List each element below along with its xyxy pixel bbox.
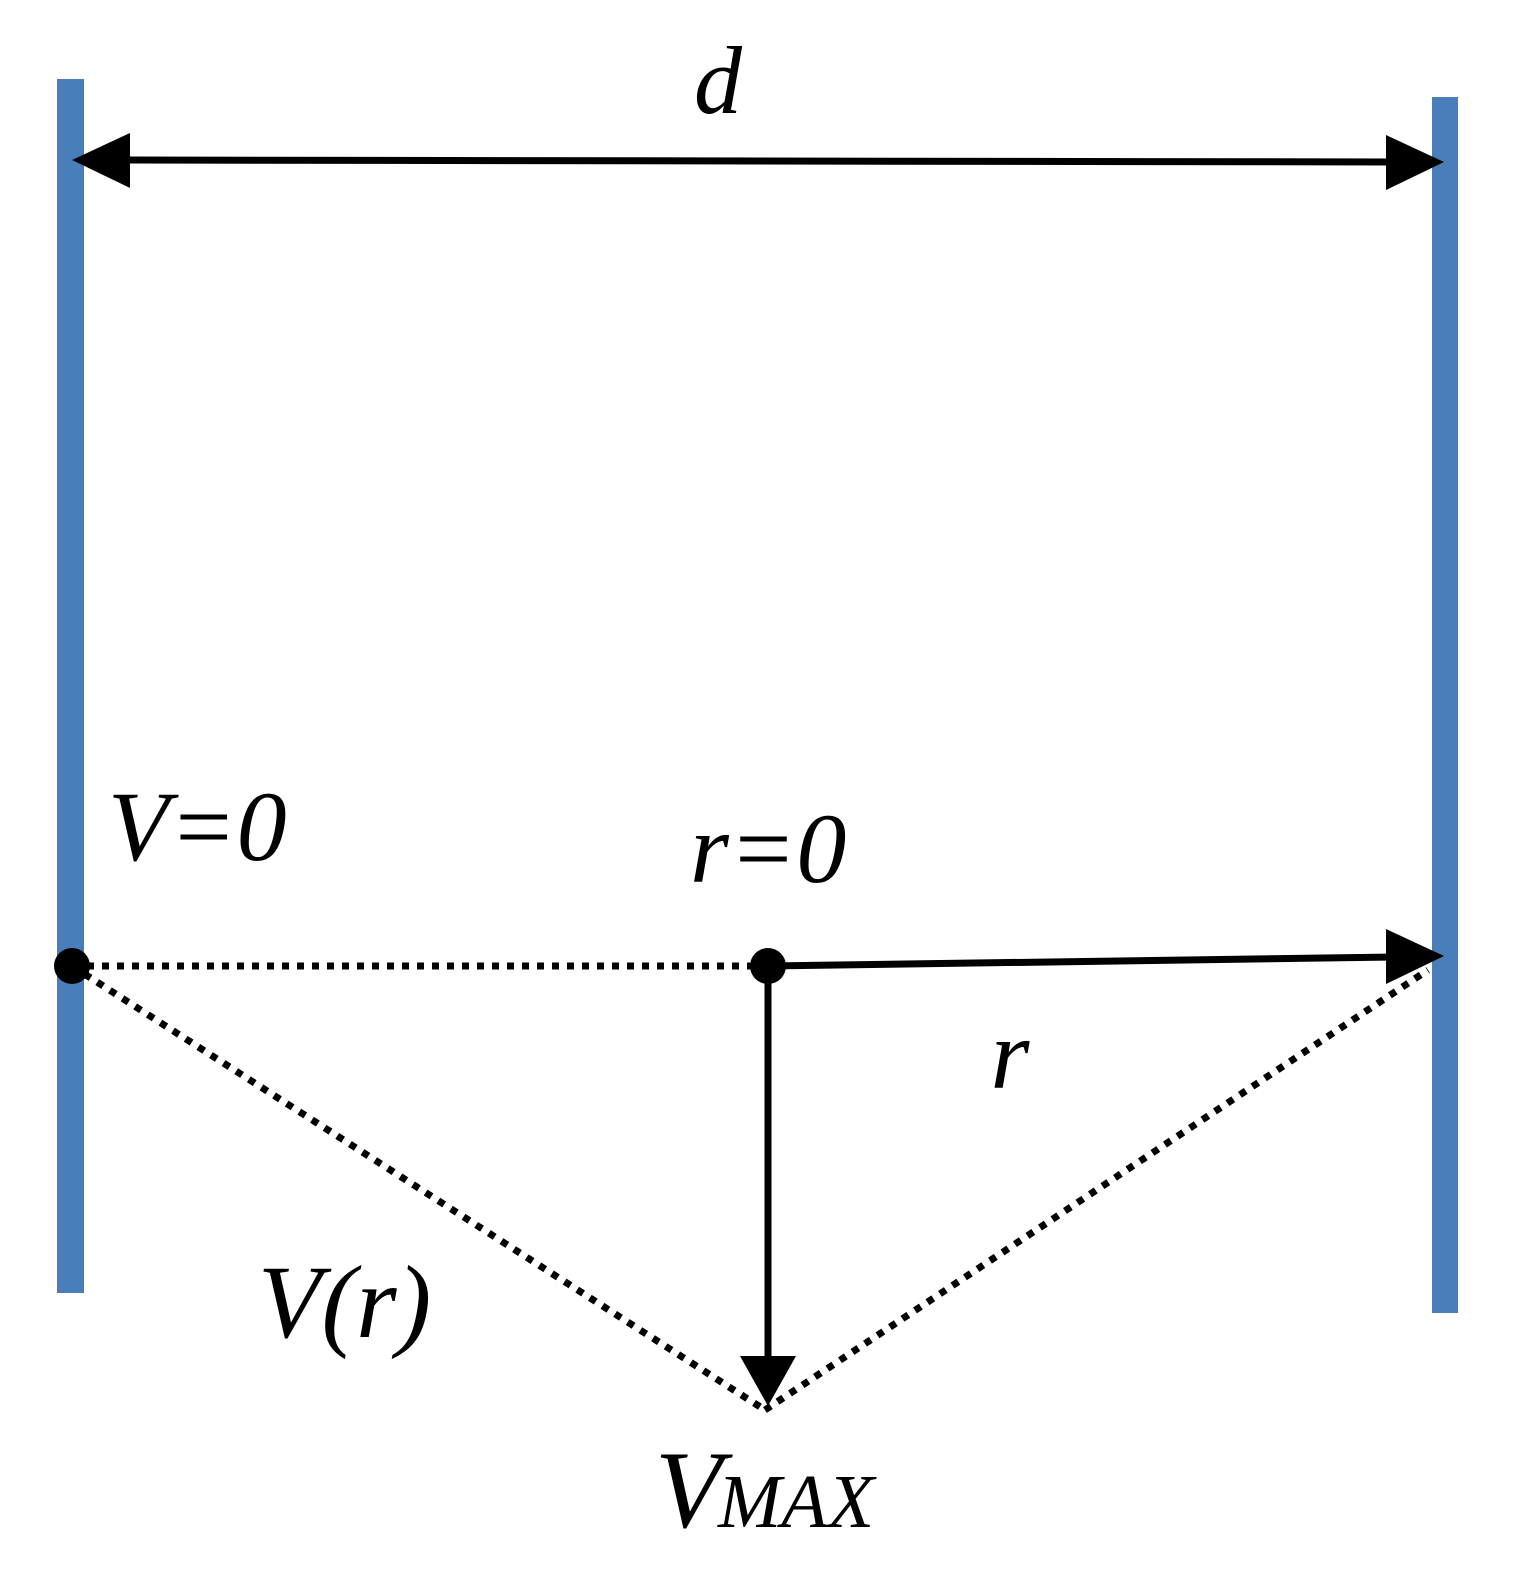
radius-arrow-shaft (767, 953, 1396, 970)
profile-label: V(r) (258, 1245, 431, 1360)
right-plate (1432, 97, 1458, 1313)
profile-dotted-right (763, 967, 1430, 1413)
vmax-arrowhead (740, 1356, 796, 1406)
radius-arrowhead (1386, 929, 1444, 984)
wall-potential-label: V=0 (108, 771, 287, 882)
distance-arrowhead-right (1386, 135, 1444, 190)
vmax-label-main: V (655, 1429, 733, 1551)
vmax-label-subscript: MAX (717, 1460, 877, 1544)
distance-arrow-shaft (125, 156, 1391, 166)
center-label: r=0 (690, 793, 846, 904)
vmax-label: V MAX (655, 1429, 877, 1551)
distance-label: d (694, 27, 743, 134)
left-plate (57, 79, 84, 1293)
distance-arrowhead-left (72, 133, 130, 188)
profile-dotted-left (70, 963, 767, 1413)
center-point (750, 948, 786, 984)
radius-label: r (991, 999, 1031, 1110)
wall-point (54, 948, 90, 984)
